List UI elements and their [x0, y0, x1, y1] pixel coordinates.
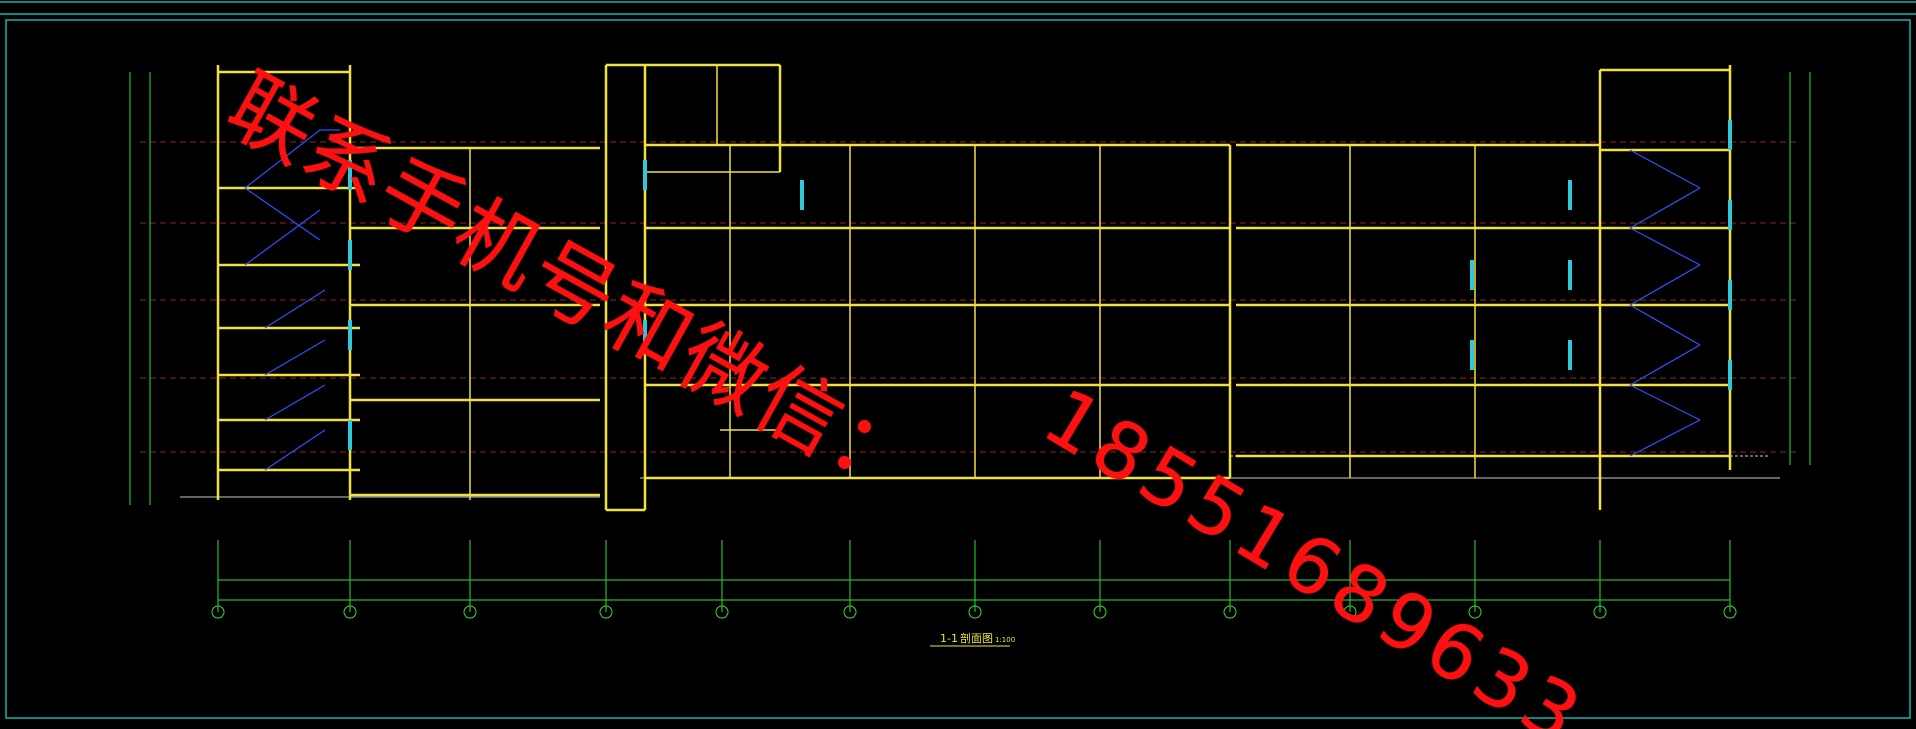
title-name: 剖面图 — [960, 631, 993, 645]
stair-flights — [244, 129, 1701, 471]
drawing-title: 1-1 剖面图 1:100 — [930, 631, 1015, 647]
grid-axes — [211, 540, 1737, 619]
building-walls — [216, 63, 1732, 512]
ground-line — [180, 455, 1780, 498]
title-scale: 1:100 — [995, 636, 1015, 644]
title-number: 1-1 — [940, 632, 958, 645]
interior-columns — [469, 65, 1476, 500]
windows — [348, 120, 1732, 450]
axis-lines — [140, 141, 1800, 453]
dimension-lines — [129, 72, 1811, 505]
